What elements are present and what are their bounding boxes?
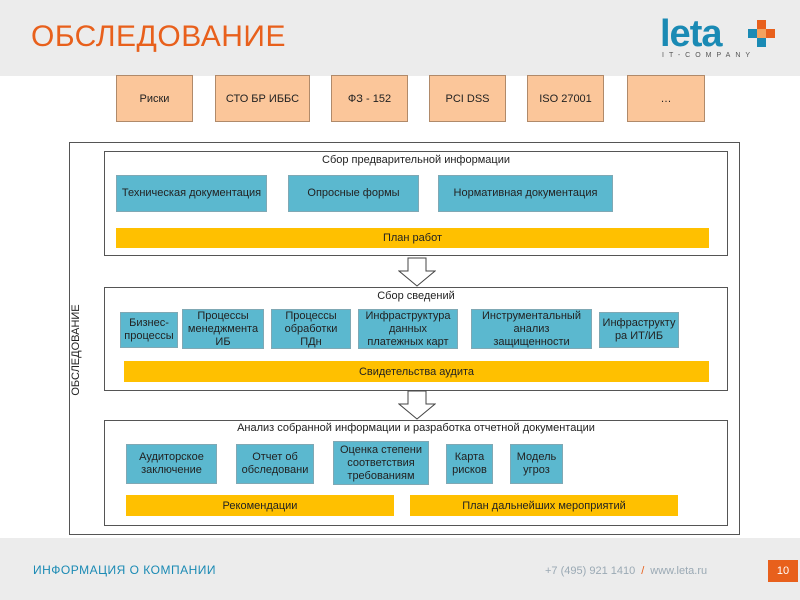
company-logo: leta IT-COMPANY — [660, 14, 780, 62]
logo-subtitle: IT-COMPANY — [662, 52, 756, 59]
process-box: Процессы обработки ПДн — [271, 309, 351, 349]
process-box: Нормативная документация — [438, 175, 613, 212]
standard-box: ISO 27001 — [527, 75, 604, 122]
section-title: Анализ собранной информации и разработка… — [237, 422, 595, 434]
process-box: Процессы менеджмента ИБ — [182, 309, 264, 349]
down-arrow-icon — [398, 257, 436, 287]
survey-frame — [69, 142, 740, 535]
footer-company-info: ИНФОРМАЦИЯ О КОМПАНИИ — [33, 563, 217, 577]
process-box: Оценка степени соответствия требованиям — [333, 441, 429, 485]
result-bar: Рекомендации — [126, 495, 394, 516]
footer-bar — [0, 538, 800, 600]
process-box: Карта рисков — [446, 444, 493, 484]
process-box: Инфраструкту ра ИТ/ИБ — [599, 312, 679, 348]
down-arrow-icon — [398, 390, 436, 420]
process-box: Бизнес- процессы — [120, 312, 178, 348]
section-title: Сбор предварительной информации — [322, 154, 510, 166]
footer-separator: / — [641, 565, 645, 577]
logo-cross-icon — [748, 20, 776, 48]
process-box: Инфраструктура данных платежных карт — [358, 309, 458, 349]
page-number: 10 — [768, 560, 798, 582]
result-bar: План дальнейших мероприятий — [410, 495, 678, 516]
process-box: Модель угроз — [510, 444, 563, 484]
section-title: Сбор сведений — [377, 290, 455, 302]
process-box: Инструментальный анализ защищенности — [471, 309, 592, 349]
standard-box: … — [627, 75, 705, 122]
standard-box: СТО БР ИББС — [215, 75, 310, 122]
vertical-label: ОБСЛЕДОВАНИЕ — [70, 304, 82, 396]
result-bar: План работ — [116, 228, 709, 248]
process-box: Опросные формы — [288, 175, 419, 212]
process-box: Аудиторское заключение — [126, 444, 217, 484]
standard-box: Риски — [116, 75, 193, 122]
header-bar — [0, 0, 800, 76]
footer-site-link[interactable]: www.leta.ru — [650, 565, 708, 577]
standard-box: PCI DSS — [429, 75, 506, 122]
standard-box: ФЗ - 152 — [331, 75, 408, 122]
footer-phone: +7 (495) 921 1410 — [545, 565, 636, 577]
process-box: Отчет об обследовани — [236, 444, 314, 484]
footer-contacts: +7 (495) 921 1410 / www.leta.ru — [545, 565, 707, 577]
result-bar: Свидетельства аудита — [124, 361, 709, 382]
process-box: Техническая документация — [116, 175, 267, 212]
logo-text: leta — [660, 13, 722, 55]
page-title: ОБСЛЕДОВАНИЕ — [31, 20, 286, 53]
